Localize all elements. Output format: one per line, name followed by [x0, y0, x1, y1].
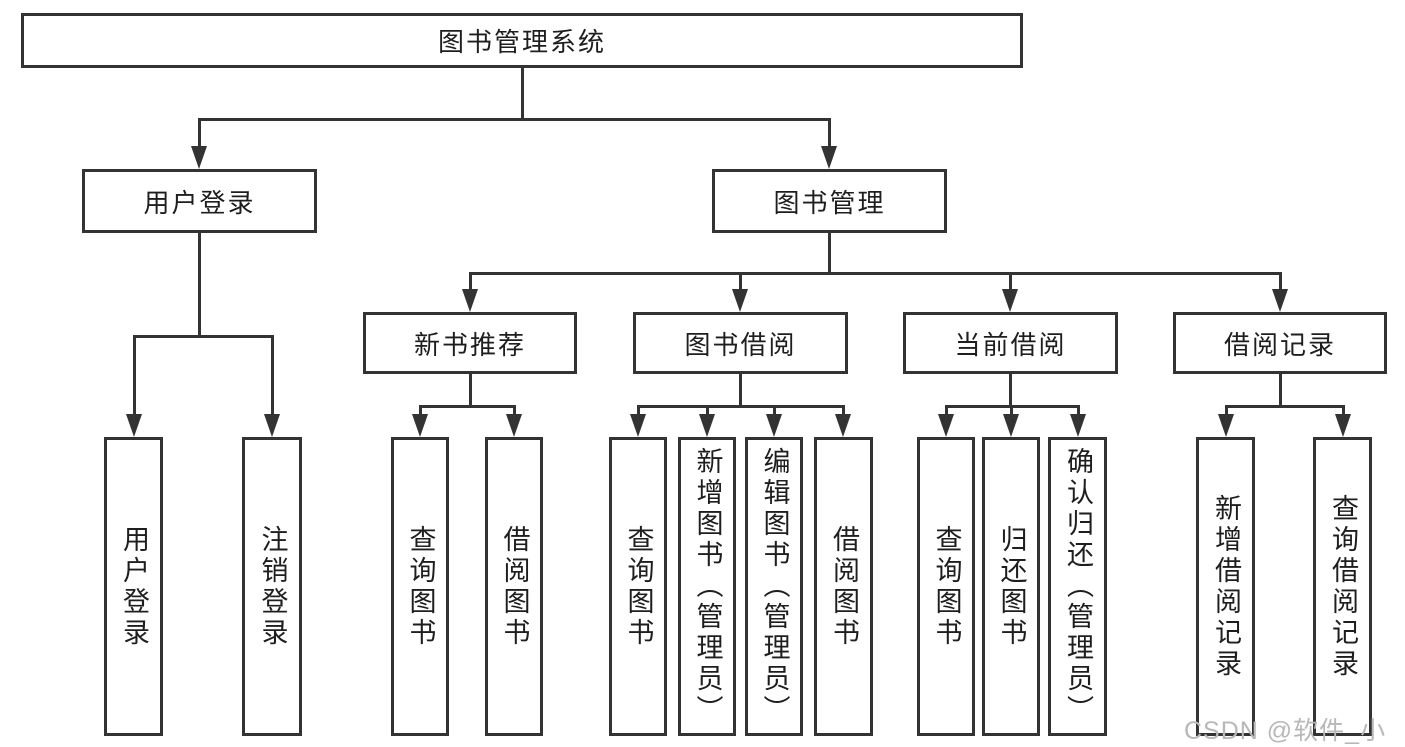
leaf-label: 归还图书 [996, 524, 1027, 649]
connector-line [1008, 374, 1012, 407]
leaf-confirm-return-admin: 确认归还（管理员） [1048, 437, 1107, 736]
leaf-edit-books-admin: 编辑图书（管理员） [745, 437, 803, 736]
node-user-login: 用户登录 [82, 169, 317, 233]
node-new-book-recommend-label: 新书推荐 [413, 329, 526, 360]
arrow-down-icon [191, 146, 207, 169]
connector-line [1008, 273, 1012, 292]
leaf-label: 查询图书 [623, 524, 654, 649]
arrow-down-icon [412, 414, 428, 437]
node-root: 图书管理系统 [21, 13, 1023, 68]
connector-line [197, 119, 201, 149]
connector-line [945, 404, 1080, 408]
arrow-down-icon [1002, 289, 1018, 312]
connector-line [738, 374, 742, 407]
arrow-down-icon [506, 414, 522, 437]
arrow-down-icon [835, 414, 851, 437]
node-current-borrow: 当前借阅 [903, 312, 1118, 374]
connector-line [469, 271, 1282, 275]
connector-line [1278, 273, 1282, 292]
arrow-down-icon [766, 414, 782, 437]
leaf-label: 新增图书（管理员） [692, 447, 723, 726]
connector-line [468, 374, 472, 407]
leaf-user-login: 用户登录 [104, 437, 163, 736]
arrow-down-icon [1218, 414, 1234, 437]
arrow-down-icon [1070, 414, 1086, 437]
leaf-label: 查询图书 [405, 524, 436, 649]
connector-line [418, 406, 422, 417]
leaf-borrow-books-recommend: 借阅图书 [485, 437, 543, 736]
arrow-down-icon [1003, 414, 1019, 437]
connector-line [637, 404, 845, 408]
connector-line [197, 233, 201, 336]
connector-line [1076, 406, 1080, 417]
node-root-label: 图书管理系统 [437, 27, 606, 57]
connector-line [738, 273, 742, 292]
leaf-label: 确认归还（管理员） [1063, 447, 1093, 726]
arrow-down-icon [462, 289, 478, 312]
node-book-management-label: 图书管理 [773, 187, 886, 218]
connector-line [512, 406, 516, 417]
node-borrow-records-label: 借阅记录 [1223, 329, 1336, 360]
node-user-login-label: 用户登录 [143, 187, 256, 218]
connector-line [468, 273, 472, 292]
leaf-borrow-books: 借阅图书 [814, 437, 873, 736]
node-borrow-records: 借阅记录 [1173, 312, 1387, 374]
connector-line [1225, 404, 1345, 408]
arrow-down-icon [699, 414, 715, 437]
node-book-borrow-label: 图书借阅 [684, 329, 797, 360]
arrow-down-icon [630, 414, 646, 437]
leaf-label: 查询图书 [931, 524, 962, 649]
leaf-query-books-current: 查询图书 [917, 437, 975, 736]
node-book-borrow: 图书借阅 [633, 312, 848, 374]
connector-line [944, 406, 948, 417]
arrow-down-icon [821, 146, 837, 169]
node-current-borrow-label: 当前借阅 [954, 329, 1067, 360]
arrow-down-icon [938, 414, 954, 437]
connector-line [132, 336, 136, 417]
connector-line [827, 233, 831, 274]
connector-line [636, 406, 640, 417]
arrow-down-icon [126, 414, 142, 437]
node-book-management: 图书管理 [712, 169, 947, 233]
connector-line [1278, 374, 1282, 407]
connector-line [198, 117, 831, 121]
connector-line [133, 334, 274, 338]
connector-line [419, 404, 516, 408]
leaf-label: 注销登录 [257, 524, 288, 649]
leaf-label: 用户登录 [119, 524, 149, 649]
connector-line [705, 406, 709, 417]
leaf-add-borrow-record: 新增借阅记录 [1196, 437, 1255, 736]
leaf-logout: 注销登录 [242, 437, 302, 736]
leaf-query-books-borrow: 查询图书 [609, 437, 667, 736]
arrow-down-icon [1335, 414, 1351, 437]
connector-line [270, 336, 274, 417]
node-new-book-recommend: 新书推荐 [363, 312, 577, 374]
arrow-down-icon [1272, 289, 1288, 312]
connector-line [841, 406, 845, 417]
leaf-label: 借阅图书 [499, 524, 530, 649]
arrow-down-icon [732, 289, 748, 312]
leaf-label: 新增借阅记录 [1211, 493, 1241, 680]
leaf-return-books: 归还图书 [982, 437, 1040, 736]
leaf-label: 借阅图书 [829, 524, 859, 649]
arrow-down-icon [264, 414, 280, 437]
connector-line [520, 68, 524, 120]
connector-line [772, 406, 776, 417]
leaf-query-books-recommend: 查询图书 [391, 437, 449, 736]
connector-line [1341, 406, 1345, 417]
connector-line [1009, 406, 1013, 417]
connector-line [827, 119, 831, 149]
connector-line [1224, 406, 1228, 417]
leaf-label: 查询借阅记录 [1328, 493, 1358, 680]
leaf-query-borrow-record: 查询借阅记录 [1313, 437, 1372, 736]
leaf-label: 编辑图书（管理员） [759, 447, 790, 726]
leaf-add-books-admin: 新增图书（管理员） [678, 437, 736, 736]
